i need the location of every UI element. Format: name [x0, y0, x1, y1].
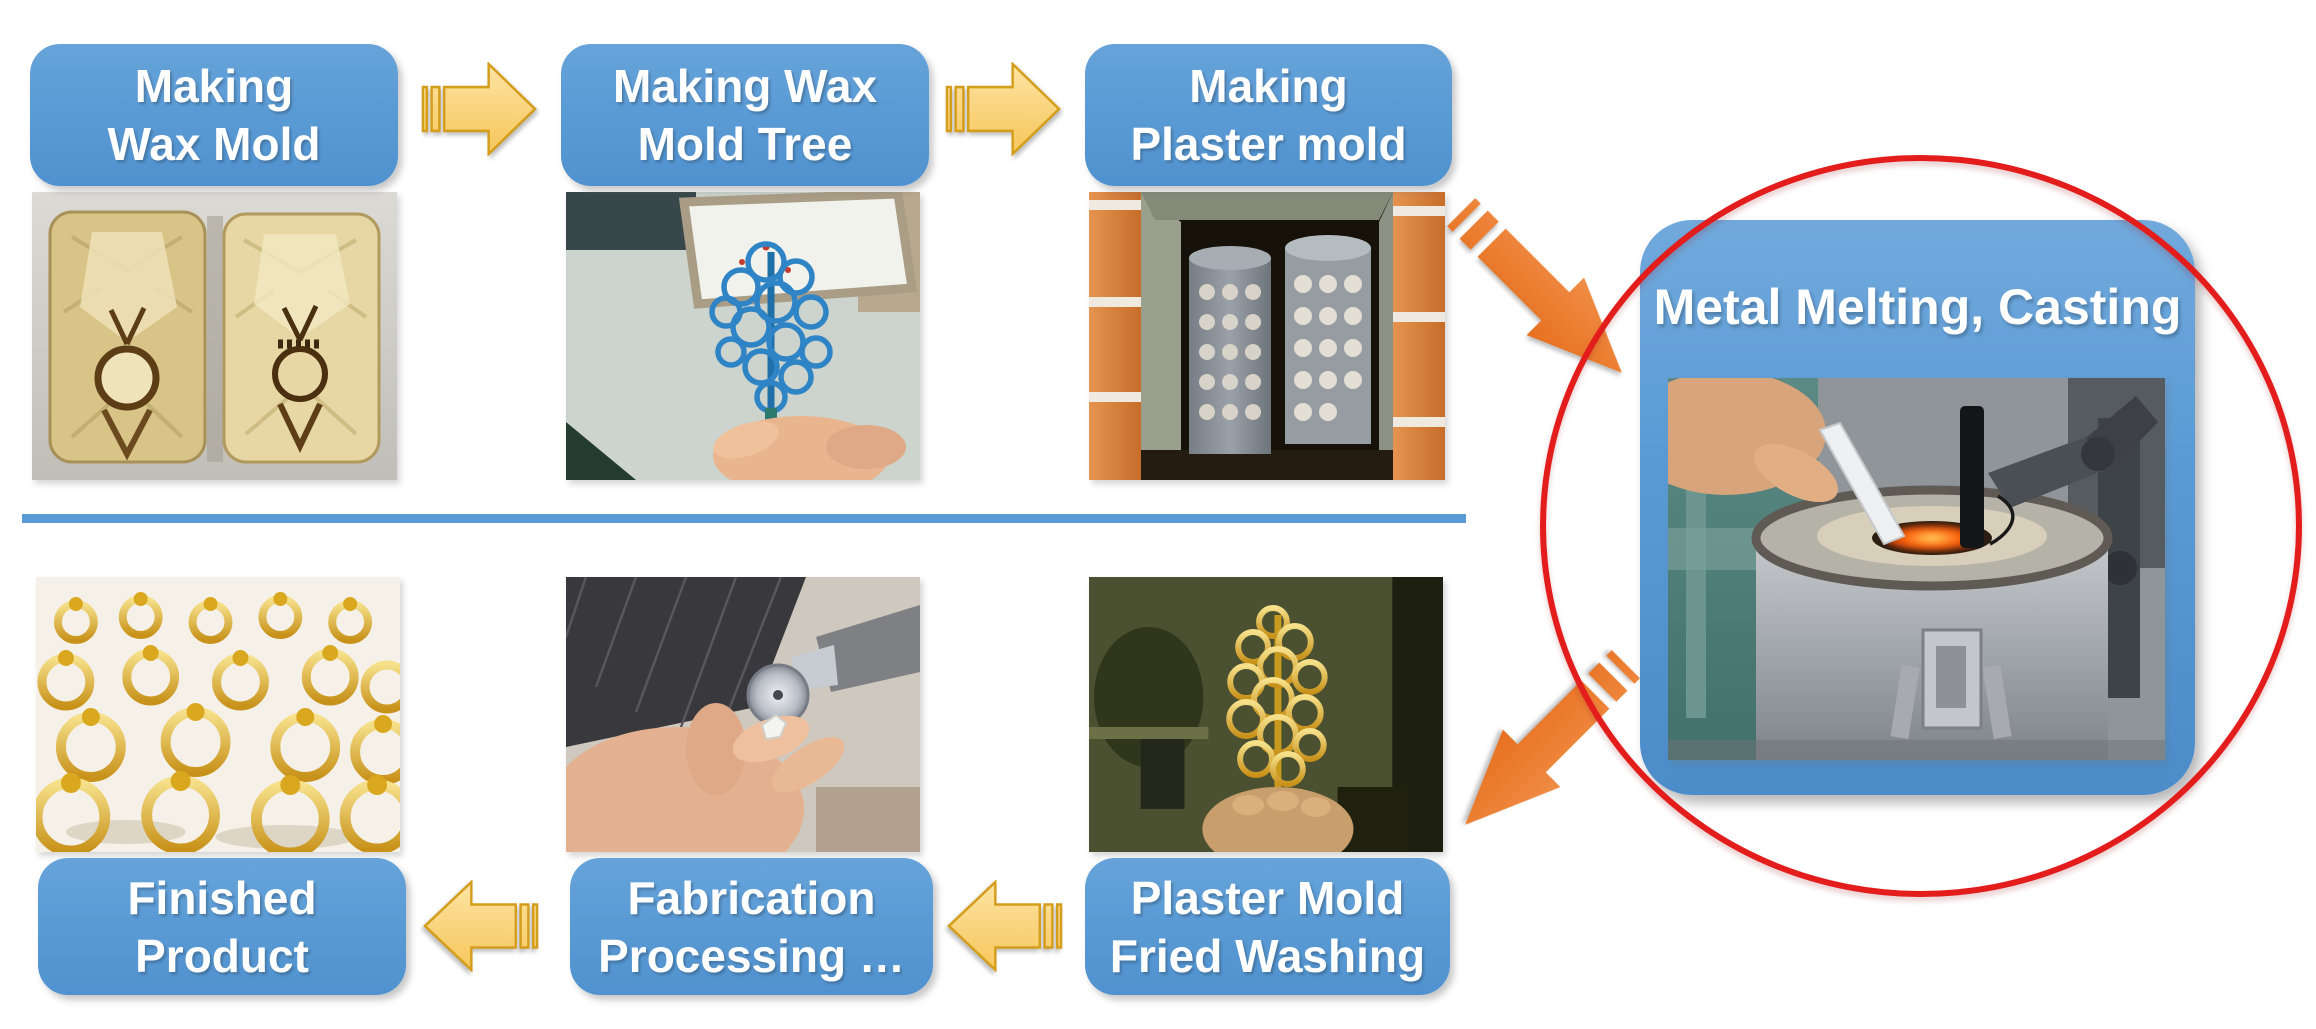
step-label: Making [134, 60, 294, 112]
fabrication-photo [566, 577, 920, 852]
step-label: Finished [127, 871, 317, 924]
step-label: Making [1189, 60, 1348, 112]
step-label: Plaster Mold [1130, 871, 1405, 924]
wax-mold-photo [32, 192, 397, 480]
step-label: Wax Mold [107, 118, 321, 170]
step-label: Fabrication [627, 871, 876, 924]
wax-tree-photo [566, 192, 920, 480]
flow-arrow-right-icon [945, 62, 1061, 156]
step-box-making-plaster-mold: Making Plaster mold [1085, 44, 1452, 186]
step-box-plaster-mold-fried-washing: Plaster Mold Fried Washing [1085, 858, 1450, 995]
step-box-finished-product: Finished Product [38, 858, 406, 995]
flow-arrow-right-icon [421, 62, 537, 156]
step-label: Plaster mold [1130, 118, 1407, 170]
step-label: Product [135, 929, 309, 982]
plaster-mold-photo [1089, 192, 1445, 480]
step-label: Mold Tree [637, 118, 853, 170]
flow-arrow-down-left-icon [1432, 631, 1658, 857]
step-box-making-wax-mold-tree: Making Wax Mold Tree [561, 44, 929, 186]
section-divider [22, 514, 1466, 523]
step-label: Making Wax [612, 60, 878, 112]
highlight-ellipse [1540, 155, 2302, 897]
step-box-making-wax-mold: Making Wax Mold [30, 44, 398, 186]
flow-arrow-left-icon [947, 880, 1063, 972]
step-box-fabrication-processing: Fabrication Processing … [570, 858, 933, 995]
step-label: Processing … [598, 929, 905, 982]
step-label: Fried Washing [1109, 929, 1426, 982]
finished-rings-photo [36, 577, 400, 852]
flow-arrow-down-right-icon [1428, 179, 1654, 405]
gold-tree-photo [1089, 577, 1443, 852]
flow-arrow-left-icon [423, 880, 539, 972]
